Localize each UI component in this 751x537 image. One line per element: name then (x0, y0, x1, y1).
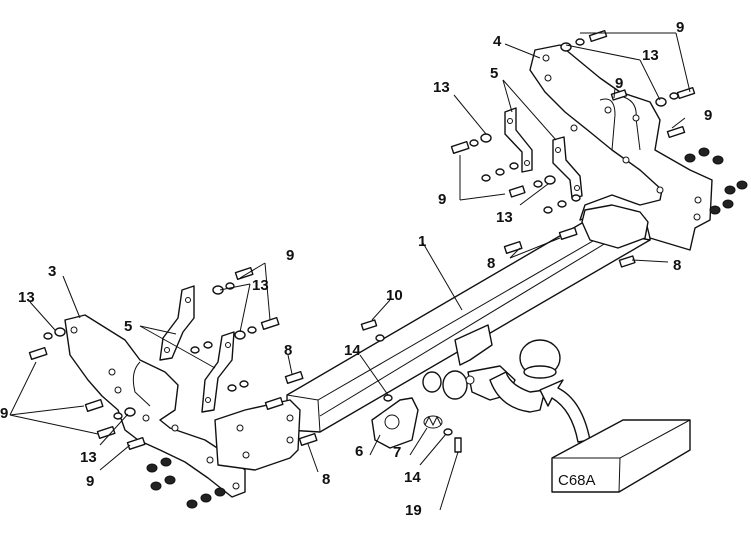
callout-13-right-upper: 13 (433, 79, 450, 96)
callout-labels: 1 4 9 13 9 9 13 5 9 13 8 8 3 13 5 9 13 9… (0, 19, 712, 519)
callout-9-left-side: 9 (0, 405, 8, 422)
right-end-plate (581, 204, 649, 249)
callout-19: 19 (405, 502, 422, 519)
callout-9-right-upper: 9 (615, 75, 623, 92)
callout-8-right-left: 8 (487, 255, 495, 272)
callout-13-top-right: 13 (642, 47, 659, 64)
left-end-plate (214, 399, 301, 471)
kit-code-label: C68A (558, 472, 596, 489)
callout-9-left-lower: 9 (86, 473, 94, 490)
callout-1: 1 (418, 233, 426, 250)
callout-6: 6 (355, 443, 363, 460)
callout-13-left-upper: 13 (18, 289, 35, 306)
right-side-bracket (529, 44, 713, 251)
leader-lines (9, 32, 691, 511)
callout-9-top-right: 9 (676, 19, 684, 36)
right-spacer-plates (504, 107, 583, 199)
callout-9-right-lower: 9 (704, 107, 712, 124)
callout-9-right-middle: 9 (438, 191, 446, 208)
callout-10: 10 (386, 287, 403, 304)
callout-13-left-middle: 13 (252, 277, 269, 294)
left-side-bracket (64, 314, 246, 498)
callout-13-right-middle: 13 (496, 209, 513, 226)
callout-8-left-upper: 8 (284, 342, 292, 359)
callout-8-right-right: 8 (673, 257, 681, 274)
callout-5-right: 5 (490, 65, 498, 82)
callout-14-lower: 14 (404, 469, 421, 486)
callout-9-left-upper: 9 (286, 247, 294, 264)
callout-4: 4 (493, 33, 502, 50)
kit-box (551, 419, 691, 493)
bolts (28, 29, 696, 453)
callout-14-upper: 14 (344, 342, 361, 359)
callout-8-left-lower: 8 (322, 471, 330, 488)
spring (423, 415, 443, 429)
callout-7: 7 (393, 444, 401, 461)
callout-5-left: 5 (124, 318, 132, 335)
callout-13-left-lower: 13 (80, 449, 97, 466)
callout-3: 3 (48, 263, 56, 280)
socket-plate (371, 397, 419, 449)
arrow-to-box (539, 379, 591, 443)
